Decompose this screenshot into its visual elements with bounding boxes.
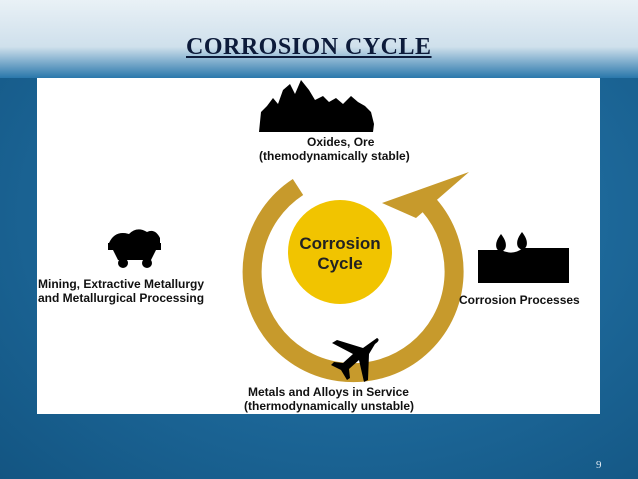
top-label-line1: Oxides, Ore [307, 135, 375, 149]
airplane-icon [331, 338, 379, 382]
corrosion-cycle-diagram [108, 80, 569, 383]
slide-title: CORROSION CYCLE [186, 34, 432, 60]
cycle-arrowhead [382, 172, 469, 218]
title-band [0, 0, 638, 78]
cycle-arrow-ring [242, 179, 464, 383]
page-number: 9 [596, 459, 602, 471]
water-drops-icon [478, 232, 569, 283]
mine-cart-icon [108, 229, 161, 268]
top-label-line2: (themodynamically stable) [259, 149, 410, 163]
right-label: Corrosion Processes [459, 293, 580, 307]
left-label-line2: and Metallurgical Processing [38, 291, 205, 305]
bottom-label-line1: Metals and Alloys in Service [248, 385, 409, 399]
bottom-label-line2: (thermodynamically unstable) [244, 399, 415, 413]
center-label-line2: Cycle [317, 254, 363, 273]
center-label-line1: Corrosion [299, 234, 381, 253]
diagram-panel: Corrosion Cycle Oxides, Ore (themodynami… [37, 78, 600, 414]
center-circle [288, 200, 392, 304]
left-label-line1: Mining, Extractive Metallurgy [38, 277, 205, 291]
ore-pile-icon [259, 80, 374, 132]
